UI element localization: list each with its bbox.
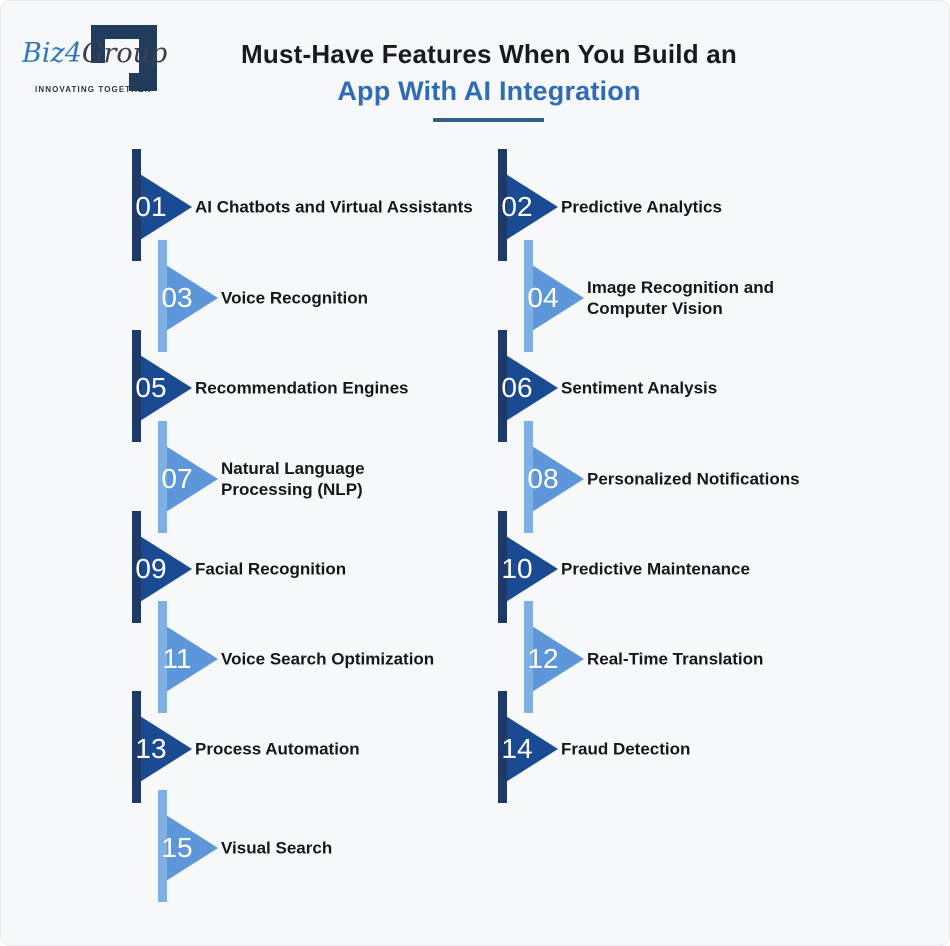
feature-number: 07 [161, 463, 193, 494]
timeline-bar [158, 601, 167, 713]
timeline-bar [498, 691, 507, 803]
timeline-bar [498, 149, 507, 261]
feature-item-11: 11 Voice Search Optimization [158, 601, 558, 713]
feature-label: Fraud Detection [561, 739, 691, 759]
timeline-bar [132, 511, 141, 623]
feature-number: 06 [501, 372, 533, 403]
logo-word-biz: Biz [22, 38, 65, 69]
feature-number: 05 [135, 372, 167, 403]
feature-number: 08 [527, 463, 559, 494]
feature-number: 03 [161, 282, 193, 313]
feature-label: Natural Language Processing (NLP) [221, 459, 365, 499]
timeline-bar [158, 790, 167, 902]
feature-label: Sentiment Analysis [561, 378, 718, 398]
title-underline [433, 118, 544, 122]
feature-number: 09 [135, 553, 167, 584]
timeline-bar [132, 330, 141, 442]
page-title: Must-Have Features When You Build an App… [111, 39, 867, 107]
timeline-bar [132, 149, 141, 261]
logo-word-4: 4 [64, 38, 82, 69]
feature-item-04: 04 Image Recognition and Computer Vision [524, 240, 924, 352]
timeline-bar [524, 240, 533, 352]
feature-label: Visual Search [221, 838, 333, 858]
logo-bracket-cut [91, 63, 129, 91]
feature-number: 01 [135, 191, 167, 222]
feature-label: Process Automation [195, 739, 360, 759]
feature-label: Voice Search Optimization [221, 649, 435, 669]
feature-item-05: 05 Recommendation Engines [132, 330, 532, 442]
feature-item-06: 06 Sentiment Analysis [498, 330, 898, 442]
feature-number: 10 [501, 553, 533, 584]
feature-label: Personalized Notifications [587, 469, 800, 489]
timeline-bar [524, 601, 533, 713]
logo-bracket-icon [91, 25, 157, 91]
feature-label: Image Recognition and Computer Vision [587, 278, 775, 318]
timeline-bar [498, 330, 507, 442]
feature-number: 12 [527, 643, 559, 674]
feature-item-14: 14 Fraud Detection [498, 691, 898, 803]
feature-label: Predictive Analytics [561, 197, 722, 217]
feature-item-07: 07 Natural Language Processing (NLP) [158, 421, 558, 533]
feature-number: 04 [527, 282, 559, 313]
title-line-1: Must-Have Features When You Build an [241, 39, 737, 69]
feature-number: 14 [501, 733, 533, 764]
timeline-bar [158, 421, 167, 533]
timeline-bar [158, 240, 167, 352]
feature-number: 11 [162, 643, 192, 674]
feature-number: 02 [501, 191, 533, 222]
feature-label: Recommendation Engines [195, 378, 409, 398]
feature-item-13: 13 Process Automation [132, 691, 532, 803]
feature-label: AI Chatbots and Virtual Assistants [195, 197, 473, 217]
timeline-bar [498, 511, 507, 623]
feature-number: 13 [135, 733, 167, 764]
feature-item-15: 15 Visual Search [158, 790, 558, 902]
title-line-2: App With AI Integration [337, 76, 641, 106]
feature-item-10: 10 Predictive Maintenance [498, 511, 898, 623]
logo-word-group: Group [81, 38, 168, 69]
feature-item-08: 08 Personalized Notifications [524, 421, 924, 533]
feature-label: Real-Time Translation [587, 649, 764, 669]
feature-item-12: 12 Real-Time Translation [524, 601, 924, 713]
logo-wordmark: Biz4Group [22, 39, 167, 69]
feature-number: 15 [161, 832, 193, 863]
biz4group-logo: Biz4Group INNOVATING TOGETHER [1, 1, 201, 121]
feature-item-03: 03 Voice Recognition [158, 240, 558, 352]
timeline-bar [132, 691, 141, 803]
feature-label: Facial Recognition [195, 559, 347, 579]
timeline-bar [524, 421, 533, 533]
feature-item-09: 09 Facial Recognition [132, 511, 532, 623]
feature-item-02: 02 Predictive Analytics [498, 149, 898, 261]
feature-item-01: 01 AI Chatbots and Virtual Assistants [132, 149, 532, 261]
feature-label: Predictive Maintenance [561, 559, 750, 579]
feature-label: Voice Recognition [221, 288, 369, 308]
logo-tagline: INNOVATING TOGETHER [35, 85, 152, 94]
